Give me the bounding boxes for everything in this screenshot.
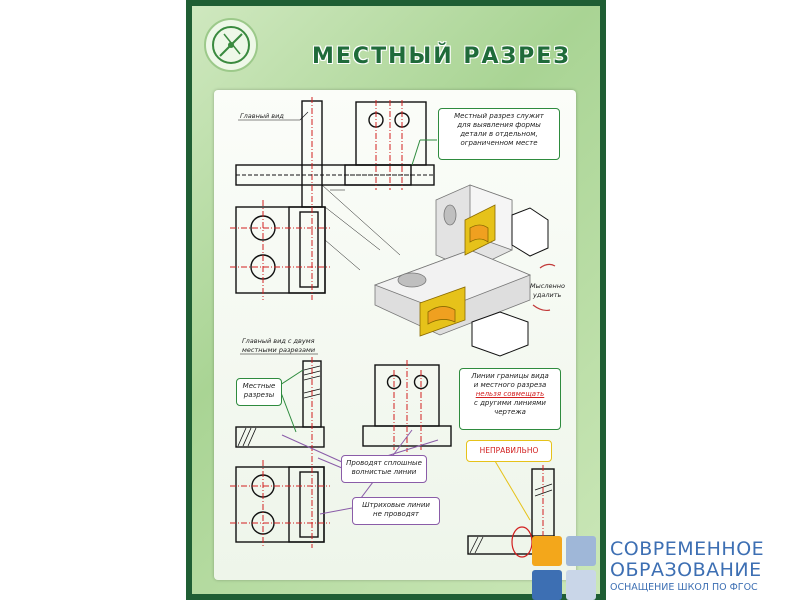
poster-title: МЕСТНЫЙ РАЗРЕЗ bbox=[312, 44, 571, 69]
brand-line2: ОБРАЗОВАНИЕ bbox=[610, 559, 762, 581]
brand-line1: СОВРЕМЕННОЕ bbox=[610, 538, 765, 560]
drafting-compass-logo bbox=[204, 18, 258, 72]
note-wrong: НЕПРАВИЛЬНО bbox=[466, 440, 552, 462]
label-main-view-two-cuts-line2: местными разрезами bbox=[242, 346, 316, 354]
note-solid-wavy-lines: Проводят сплошные волнистые линии bbox=[341, 455, 427, 483]
isometric-part bbox=[373, 184, 532, 337]
note-local-cuts: Местные разрезы bbox=[236, 378, 282, 406]
brand-logo: СОВРЕМЕННОЕ ОБРАЗОВАНИЕ ОСНАЩЕНИЕ ШКОЛ П… bbox=[530, 534, 800, 600]
brand-puzzle-icon bbox=[532, 536, 596, 600]
label-main-view-two-cuts-line1: Главный вид с двумя bbox=[242, 337, 315, 345]
label-remove-mentally-line1: Мысленно bbox=[530, 282, 565, 290]
note-definition: Местный разрез служит для выявления форм… bbox=[438, 108, 560, 160]
label-main-view: Главный вид bbox=[240, 112, 284, 120]
brand-line3: ОСНАЩЕНИЕ ШКОЛ ПО ФГОС bbox=[610, 582, 758, 593]
note-boundary-lines: Линии границы вида и местного разреза не… bbox=[459, 368, 561, 430]
label-remove-mentally-line2: удалить bbox=[533, 291, 562, 299]
note-dashed-lines: Штриховые линии не проводят bbox=[352, 497, 440, 525]
